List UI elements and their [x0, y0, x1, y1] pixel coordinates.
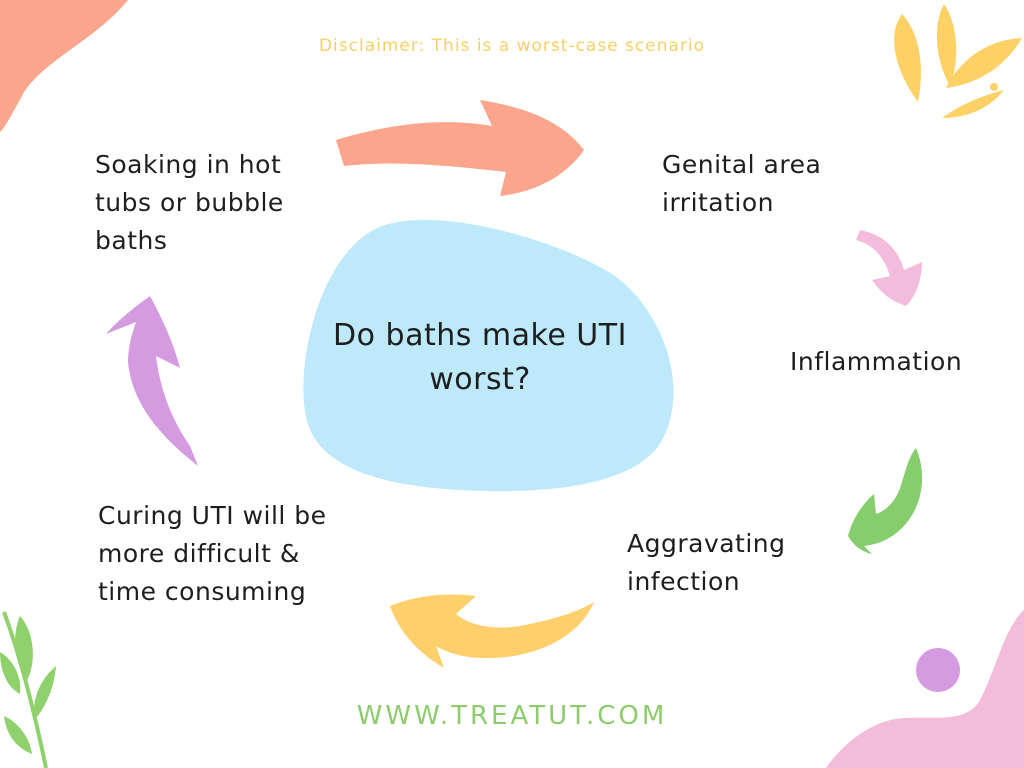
- arrow-icon: [856, 230, 922, 306]
- step-line: Curing UTI will be: [98, 501, 327, 530]
- website-url: WWW.TREATUT.COM: [356, 701, 668, 731]
- leaf-icon: [0, 611, 56, 768]
- step-line: tubs or bubble: [95, 188, 284, 217]
- central-question-line: worst?: [429, 362, 531, 397]
- step-curing-difficult: Curing UTI will be more difficult & time…: [98, 497, 327, 611]
- step-line: irritation: [662, 188, 775, 217]
- central-question-line: Do baths make UTI: [333, 318, 627, 353]
- step-line: Genital area: [662, 150, 822, 179]
- corner-blob-bottom-right: [826, 610, 1024, 768]
- disclaimer-text: Disclaimer: This is a worst-case scenari…: [318, 36, 706, 56]
- arrow-icon: [390, 594, 594, 668]
- step-soaking: Soaking in hot tubs or bubble baths: [95, 146, 284, 260]
- step-line: infection: [627, 567, 741, 596]
- step-line: Soaking in hot: [95, 150, 282, 179]
- leaf-icon: [894, 4, 1022, 118]
- arrow-icon: [336, 100, 584, 196]
- step-line: baths: [95, 226, 168, 255]
- central-question: Do baths make UTI worst?: [290, 314, 670, 402]
- step-aggravating-infection: Aggravating infection: [627, 525, 786, 601]
- step-line: Inflammation: [790, 347, 963, 376]
- decorative-dot: [916, 648, 960, 692]
- corner-blob-top-left: [0, 0, 128, 132]
- arrow-icon: [106, 296, 198, 466]
- step-line: more difficult &: [98, 539, 300, 568]
- step-irritation: Genital area irritation: [662, 146, 821, 222]
- center-blob: [303, 220, 674, 492]
- step-inflammation: Inflammation: [790, 343, 962, 381]
- step-line: time consuming: [98, 577, 307, 606]
- arrow-icon: [848, 448, 923, 554]
- step-line: Aggravating: [627, 529, 786, 558]
